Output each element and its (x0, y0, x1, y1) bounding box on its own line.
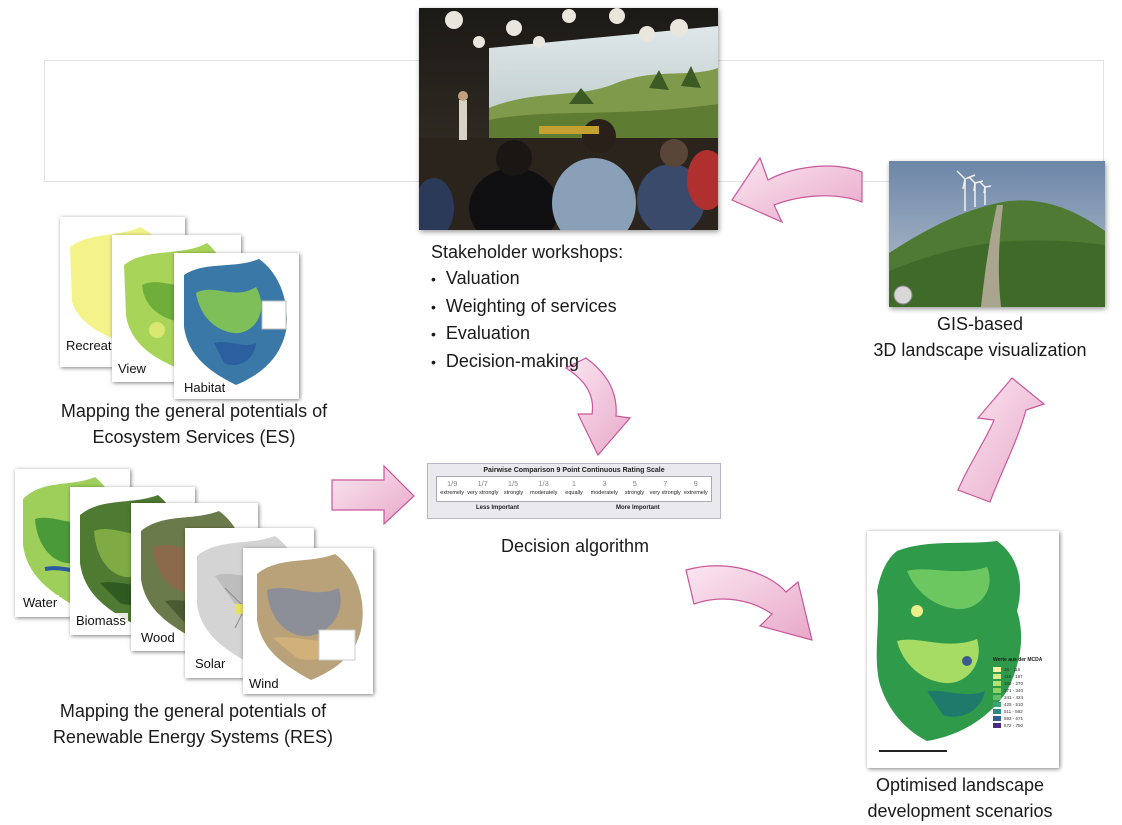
arrow-visualization-to-workshops (731, 156, 863, 224)
workshop-bullet: Valuation (431, 265, 623, 293)
scenario-legend-title: Werte aus der MCDA (993, 657, 1043, 663)
rating-scale-number[interactable]: 9 (693, 479, 698, 488)
algorithm-caption: Decision algorithm (500, 536, 650, 556)
legend-swatch (993, 716, 1001, 721)
legend-swatch (993, 681, 1001, 686)
es-card-label: View (116, 361, 148, 377)
legend-label: 116 - 187 (1004, 674, 1023, 679)
legend-label: 511 - 592 (1004, 709, 1023, 714)
legend-entry: 511 - 592 (993, 708, 1057, 715)
rating-scale-word: extremely (683, 490, 708, 496)
res-card-label: Wood (139, 630, 177, 646)
legend-label: 672 - 750 (1004, 723, 1024, 728)
rating-scale-words: extremely very strongly strongly moderat… (437, 490, 711, 496)
rating-scale-number[interactable]: 3 (602, 479, 607, 488)
workshop-bullet: Decision-making (431, 348, 623, 376)
rating-scale-word: extremely (440, 490, 465, 496)
legend-swatch (993, 695, 1001, 700)
workshop-bullet: Weighting of services (431, 293, 623, 321)
es-card-label: Habitat (182, 380, 228, 396)
legend-swatch (993, 688, 1001, 693)
legend-label: 593 - 671 (1004, 716, 1024, 721)
rating-scale-title: Pairwise Comparison 9 Point Continuous R… (483, 467, 665, 474)
res-caption-line2: Renewable Energy Systems (RES) (52, 727, 334, 747)
legend-label: 271 - 340 (1004, 688, 1024, 693)
legend-entry: 425 - 510 (993, 701, 1057, 708)
visualization-caption: GIS-based 3D landscape visualization (852, 311, 1108, 363)
legend-entry: 116 - 187 (993, 673, 1057, 680)
rating-scale-track: 1/9 1/7 1/5 1/3 1 3 5 7 9 extremely very… (436, 476, 712, 502)
workshops-list: Valuation Weighting of services Evaluati… (431, 265, 623, 375)
less-important-label: Less Important (476, 505, 520, 511)
visualization-caption-line2: 3D landscape visualization (873, 340, 1087, 360)
rating-scale-word: very strongly (467, 490, 499, 496)
rating-scale-word: moderately (530, 490, 558, 496)
rating-scale-word: very strongly (649, 490, 681, 496)
rating-scale-number[interactable]: 1/7 (477, 479, 488, 488)
rating-scale-number[interactable]: 1 (571, 479, 577, 488)
scenario-caption: Optimised landscape development scenario… (820, 772, 1100, 824)
es-caption: Mapping the general potentials of Ecosys… (18, 398, 370, 450)
rating-scale-word: moderately (590, 490, 618, 496)
legend-entry: 188 - 270 (993, 680, 1057, 687)
arrow-inputs-to-algorithm (331, 464, 415, 526)
workshop-photo (419, 8, 718, 230)
visualization-image (889, 161, 1105, 307)
legend-entry: 672 - 750 (993, 722, 1057, 729)
res-card-label: Water (21, 595, 60, 611)
es-caption-line2: Ecosystem Services (ES) (92, 427, 296, 447)
arrow-scenarios-to-visualization (957, 377, 1046, 503)
more-important-label: More Important (616, 505, 660, 511)
scenario-legend: Werte aus der MCDA 38 - 116 116 - 187 188 … (993, 657, 1057, 729)
res-card-label: Wind (247, 676, 281, 692)
es-card-habitat: Habitat (174, 253, 299, 399)
rating-scale-numbers: 1/9 1/7 1/5 1/3 1 3 5 7 9 (437, 479, 711, 488)
es-card-label: Recreat (64, 338, 114, 354)
legend-swatch (993, 667, 1001, 672)
legend-swatch (993, 702, 1001, 707)
res-card-wind: Wind (243, 548, 373, 694)
legend-label: 188 - 270 (1004, 681, 1024, 686)
legend-entry: 38 - 116 (993, 666, 1057, 673)
rating-scale-number[interactable]: 1/9 (447, 479, 458, 488)
scenario-caption-line1: Optimised landscape (875, 775, 1045, 795)
legend-entry: 271 - 340 (993, 687, 1057, 694)
scenario-map: Werte aus der MCDA 38 - 116 116 - 187 188 … (867, 531, 1059, 768)
res-caption-line1: Mapping the general potentials of (59, 701, 327, 721)
workshops-title: Stakeholder workshops: (431, 242, 624, 262)
legend-swatch (993, 709, 1001, 714)
visualization-caption-line1: GIS-based (936, 314, 1024, 334)
rating-scale-number[interactable]: 1/5 (507, 479, 519, 488)
workshops-block: Stakeholder workshops: Valuation Weighti… (431, 239, 623, 375)
rating-scale-number[interactable]: 1/3 (538, 479, 549, 488)
es-caption-line1: Mapping the general potentials of (60, 401, 328, 421)
res-card-label: Biomass (74, 613, 128, 629)
legend-swatch (993, 723, 1001, 728)
res-caption: Mapping the general potentials of Renewa… (10, 698, 376, 750)
rating-scale-word: equally (565, 490, 583, 496)
rating-scale-widget: Pairwise Comparison 9 Point Continuous R… (427, 463, 721, 519)
arrow-algorithm-to-scenarios (685, 565, 813, 641)
legend-label: 38 - 116 (1004, 667, 1021, 672)
legend-label: 341 - 424 (1004, 695, 1024, 700)
rating-scale-number[interactable]: 5 (632, 479, 637, 488)
rating-scale-word: strongly (503, 490, 524, 496)
legend-entry: 341 - 424 (993, 694, 1057, 701)
rating-scale-number[interactable]: 7 (663, 479, 668, 488)
res-card-label: Solar (193, 656, 228, 672)
legend-entry: 593 - 671 (993, 715, 1057, 722)
rating-scale-word: strongly (624, 490, 645, 496)
legend-swatch (993, 674, 1001, 679)
workshop-bullet: Evaluation (431, 320, 623, 348)
scenario-caption-line2: development scenarios (867, 801, 1053, 821)
legend-label: 425 - 510 (1004, 702, 1024, 707)
